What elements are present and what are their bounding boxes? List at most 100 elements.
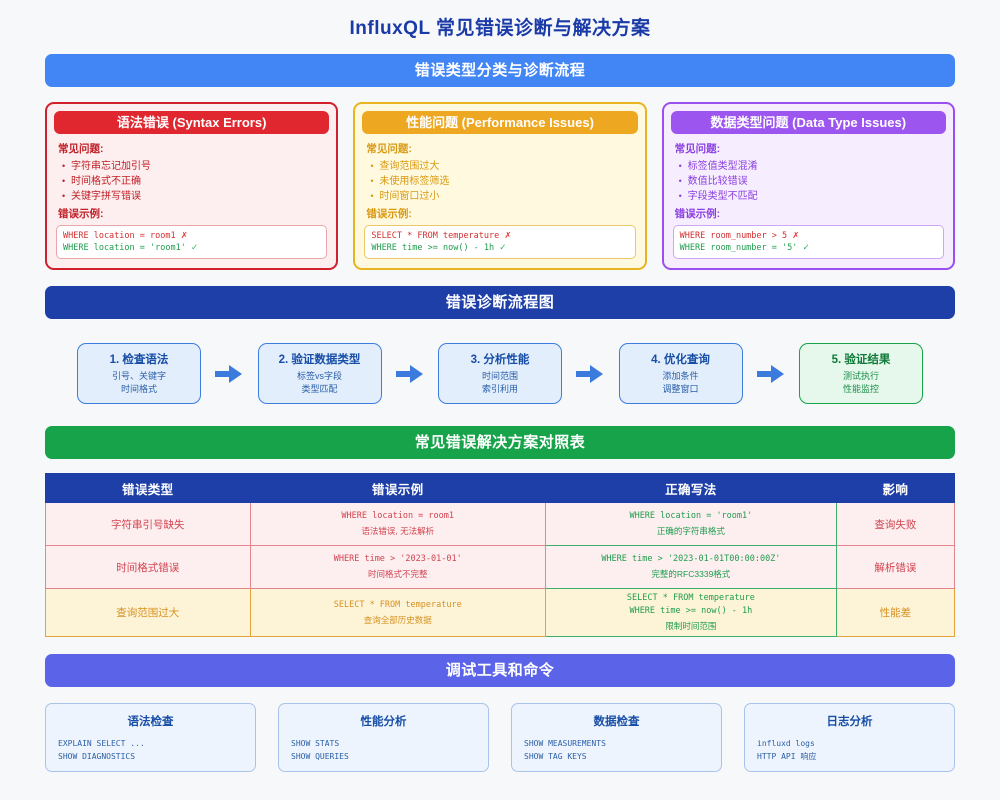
- issues-list: 字符串忘记加引号 时间格式不正确 关键字拼写错误: [62, 159, 329, 204]
- flow-step-3: 3. 分析性能 时间范围 索引利用: [438, 343, 562, 404]
- cross-icon: ✗: [792, 231, 800, 241]
- cell-good-example: WHERE time > '2023-01-01T00:00:00Z' 完整的R…: [544, 545, 837, 589]
- bad-code-line: SELECT * FROM temperature ✗: [371, 230, 628, 242]
- arrow-right-icon: [756, 364, 785, 383]
- tool-card-log-analysis: 日志分析 influxd logs HTTP API 响应: [744, 703, 955, 772]
- section-header-classification: 错误类型分类与诊断流程: [45, 54, 955, 87]
- issues-label: 常见问题:: [58, 143, 104, 155]
- tool-card-performance-analysis: 性能分析 SHOW STATS SHOW QUERIES: [278, 703, 489, 772]
- flow-step-title: 1. 检查语法: [109, 354, 169, 366]
- good-code-text: WHERE time > '2023-01-01T00:00:00Z': [601, 554, 781, 564]
- debug-tools-list: 语法检查 EXPLAIN SELECT ... SHOW DIAGNOSTICS…: [45, 703, 955, 772]
- flow-step-line1: 引号、关键字: [111, 371, 166, 381]
- code-example-block: SELECT * FROM temperature ✗ WHERE time >…: [364, 225, 636, 259]
- cell-error-type: 查询范围过大: [45, 588, 251, 637]
- cell-impact: 解析错误: [835, 545, 956, 589]
- section-header-flow: 错误诊断流程图: [45, 286, 955, 319]
- example-label: 错误示例:: [366, 208, 412, 220]
- good-code-line: WHERE room_number = '5' ✓: [680, 242, 937, 254]
- flow-step-line1: 测试执行: [842, 371, 879, 381]
- list-item: 字符串忘记加引号: [62, 159, 329, 174]
- list-item: 未使用标签筛选: [370, 174, 637, 189]
- arrow-right-icon: [215, 364, 243, 383]
- issues-label: 常见问题:: [674, 143, 721, 155]
- flow-step-2: 2. 验证数据类型 标签vs字段 类型匹配: [257, 343, 382, 404]
- flow-step-line1: 添加条件: [662, 371, 699, 381]
- tool-command: SHOW STATS: [291, 739, 340, 748]
- column-header-good: 正确写法: [544, 473, 837, 503]
- flow-step-title: 2. 验证数据类型: [278, 354, 361, 366]
- error-card-title: 语法错误 (Syntax Errors): [54, 111, 330, 134]
- flow-step-line2: 类型匹配: [301, 384, 338, 394]
- bad-note: 语法错误, 无法解析: [361, 526, 435, 536]
- check-icon: ✓: [802, 243, 810, 253]
- code-example-block: WHERE location = room1 ✗ WHERE location …: [56, 225, 328, 259]
- good-code-line: WHERE time >= now() - 1h ✓: [371, 242, 628, 254]
- good-note: 完整的RFC3339格式: [651, 569, 731, 579]
- column-header-type: 错误类型: [45, 473, 251, 503]
- list-item: 查询范围过大: [370, 159, 637, 174]
- bad-code-text: WHERE location = room1: [63, 231, 176, 241]
- tool-command: HTTP API 响应: [757, 752, 817, 761]
- error-solution-table: 错误类型 错误示例 正确写法 影响 字符串引号缺失 WHERE location…: [45, 473, 956, 637]
- list-item: 数值比较错误: [679, 174, 946, 189]
- flow-step-line2: 调整窗口: [662, 384, 699, 394]
- example-label: 错误示例:: [674, 208, 721, 220]
- issues-label: 常见问题:: [366, 143, 412, 155]
- bad-code-text: WHERE room_number > 5: [679, 231, 788, 241]
- cell-good-example: WHERE location = 'room1' 正确的字符串格式: [544, 502, 837, 546]
- good-code-line: WHERE location = 'room1' ✓: [63, 242, 320, 254]
- flow-step-line2: 索引利用: [481, 384, 518, 394]
- tool-title: 性能分析: [360, 716, 407, 728]
- list-item: 标签值类型混淆: [679, 159, 946, 174]
- cell-error-type: 字符串引号缺失: [45, 502, 251, 546]
- bad-code-text: WHERE location = room1: [341, 511, 455, 521]
- error-card-title: 数据类型问题 (Data Type Issues): [670, 111, 946, 134]
- bad-note: 时间格式不完整: [367, 569, 428, 579]
- flow-step-line1: 标签vs字段: [296, 371, 342, 381]
- arrow-right-icon: [395, 364, 424, 383]
- error-type-card-list: 语法错误 (Syntax Errors) 常见问题: 字符串忘记加引号 时间格式…: [45, 102, 955, 270]
- bad-note: 查询全部历史数据: [363, 614, 432, 625]
- example-label: 错误示例:: [58, 208, 104, 220]
- tool-command: SHOW QUERIES: [291, 752, 349, 761]
- list-item: 关键字拼写错误: [62, 189, 329, 204]
- good-note: 限制时间范围: [665, 621, 717, 631]
- tool-title: 语法检查: [127, 716, 174, 728]
- flow-step-5: 5. 验证结果 测试执行 性能监控: [799, 343, 923, 404]
- cell-bad-example: SELECT * FROM temperature 查询全部历史数据: [249, 588, 546, 637]
- tool-title: 数据检查: [593, 716, 640, 728]
- flow-step-title: 4. 优化查询: [651, 354, 710, 366]
- flow-step-line1: 时间范围: [481, 371, 518, 381]
- cell-good-example: SELECT * FROM temperature WHERE time >= …: [544, 588, 837, 637]
- bad-code-text: SELECT * FROM temperature: [333, 599, 462, 610]
- good-code-text: SELECT * FROM temperature WHERE time >= …: [626, 593, 755, 616]
- check-icon: ✓: [499, 243, 507, 253]
- bad-code-line: WHERE location = room1 ✗: [63, 230, 320, 242]
- tool-title: 日志分析: [826, 716, 873, 728]
- tool-card-syntax-check: 语法检查 EXPLAIN SELECT ... SHOW DIAGNOSTICS: [45, 703, 256, 772]
- good-note: 正确的字符串格式: [656, 526, 725, 536]
- table-row: 时间格式错误 WHERE time > '2023-01-01' 时间格式不完整…: [45, 545, 956, 589]
- table-row: 查询范围过大 SELECT * FROM temperature 查询全部历史数…: [45, 588, 956, 637]
- section-header-tools: 调试工具和命令: [45, 654, 955, 687]
- column-header-impact: 影响: [835, 473, 956, 503]
- cell-bad-example: WHERE location = room1 语法错误, 无法解析: [249, 502, 546, 546]
- flow-step-line2: 性能监控: [842, 384, 879, 394]
- error-card-title: 性能问题 (Performance Issues): [362, 111, 638, 134]
- tool-command: SHOW TAG KEYS: [524, 752, 587, 761]
- code-example-block: WHERE room_number > 5 ✗ WHERE room_numbe…: [672, 225, 944, 259]
- cell-error-type: 时间格式错误: [45, 545, 251, 589]
- error-card-performance: 性能问题 (Performance Issues) 常见问题: 查询范围过大 未…: [353, 102, 647, 270]
- issues-list: 标签值类型混淆 数值比较错误 字段类型不匹配: [679, 159, 946, 204]
- table-header-row: 错误类型 错误示例 正确写法 影响: [45, 473, 956, 503]
- arrow-right-icon: [576, 364, 604, 383]
- flow-step-line2: 时间格式: [120, 384, 157, 394]
- list-item: 时间格式不正确: [62, 174, 329, 189]
- error-card-syntax: 语法错误 (Syntax Errors) 常见问题: 字符串忘记加引号 时间格式…: [45, 102, 339, 270]
- check-icon: ✓: [190, 243, 199, 253]
- flow-step-1: 1. 检查语法 引号、关键字 时间格式: [77, 343, 201, 404]
- good-code-text: WHERE location = 'room1': [63, 243, 186, 253]
- cell-impact: 查询失败: [835, 502, 956, 546]
